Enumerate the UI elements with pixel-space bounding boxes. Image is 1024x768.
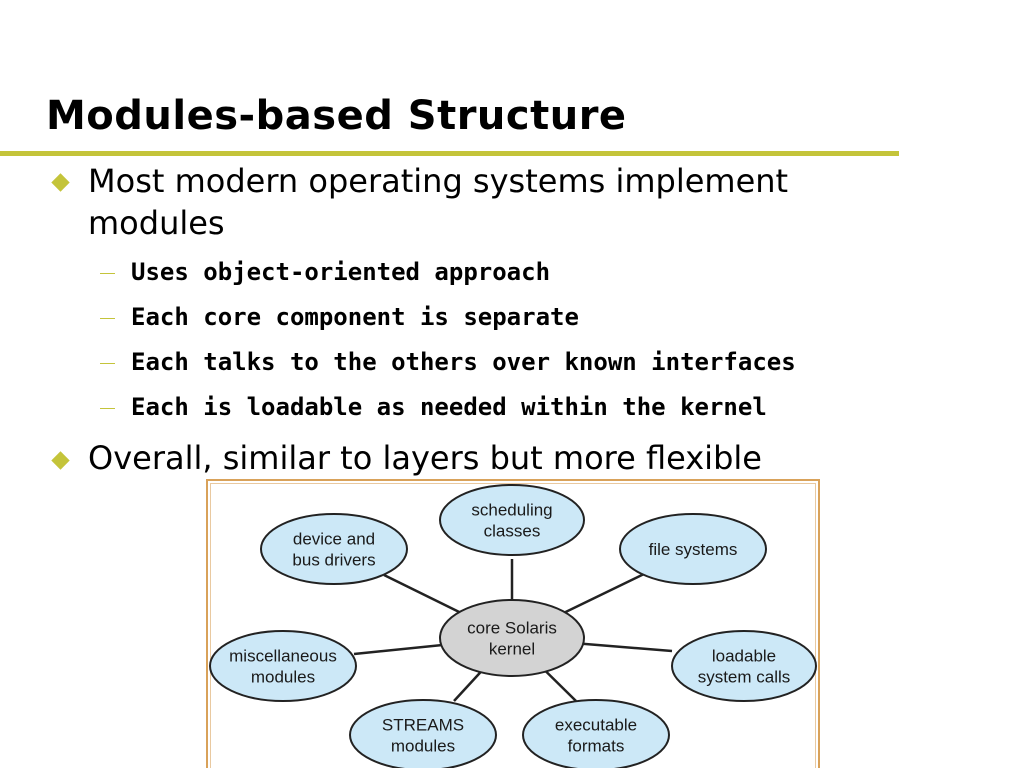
module-node-scheduling-classes: scheduling classes [439, 484, 585, 556]
node-ellipse [209, 630, 357, 702]
node-label: modules [251, 668, 315, 687]
bullet-1-line-1: Most modern operating systems implement [88, 162, 789, 200]
core-node: core Solaris kernel [439, 599, 585, 677]
node-label: core Solaris [467, 619, 557, 638]
node-ellipse [522, 699, 670, 768]
sub-bullet-text: Each core component is separate [131, 303, 579, 331]
dash-bullet-icon [100, 363, 115, 364]
node-label: system calls [698, 668, 791, 687]
diamond-bullet-icon [51, 173, 70, 192]
node-label: file systems [649, 540, 738, 559]
node-label: scheduling [471, 501, 552, 520]
module-node-miscellaneous-modules: miscellaneous modules [209, 630, 357, 702]
module-node-executable-formats: executable formats [522, 699, 670, 768]
bullet-1-line-2: modules [88, 204, 225, 242]
node-ellipse [439, 484, 585, 556]
node-label: loadable [712, 647, 776, 666]
diamond-bullet-icon [51, 451, 70, 470]
node-ellipse [260, 513, 408, 585]
bullet-2-line-1: Overall, similar to layers but more flex… [88, 439, 762, 477]
node-label: executable [555, 716, 637, 735]
dash-bullet-icon [100, 273, 115, 274]
node-ellipse [439, 599, 585, 677]
module-node-streams-modules: STREAMS modules [349, 699, 497, 768]
node-ellipse [349, 699, 497, 768]
sub-bullet-text: Each talks to the others over known inte… [131, 348, 796, 376]
node-label: classes [484, 522, 541, 541]
node-ellipse [619, 513, 767, 585]
node-label: miscellaneous [229, 647, 337, 666]
solaris-modules-diagram: scheduling classes device and bus drivers fi… [209, 484, 817, 768]
node-label: STREAMS [382, 716, 464, 735]
dash-bullet-icon [100, 318, 115, 319]
title-underline [0, 151, 899, 156]
sub-bullet-text: Uses object-oriented approach [131, 258, 551, 286]
module-nodes: scheduling classes device and bus drivers fi… [209, 484, 817, 768]
node-label: bus drivers [292, 551, 375, 570]
node-ellipse [671, 630, 817, 702]
module-node-file-systems: file systems [619, 513, 767, 585]
dash-bullet-icon [100, 408, 115, 409]
node-label: kernel [489, 640, 535, 659]
node-label: modules [391, 737, 455, 756]
slide-title: Modules-based Structure [46, 93, 627, 139]
core-solaris-kernel-node: core Solaris kernel [439, 599, 585, 677]
module-node-loadable-system-calls: loadable system calls [671, 630, 817, 702]
node-label: formats [568, 737, 625, 756]
sub-bullet-text: Each is loadable as needed within the ke… [131, 393, 767, 421]
node-label: device and [293, 530, 375, 549]
module-node-device-and-bus-drivers: device and bus drivers [260, 513, 408, 585]
